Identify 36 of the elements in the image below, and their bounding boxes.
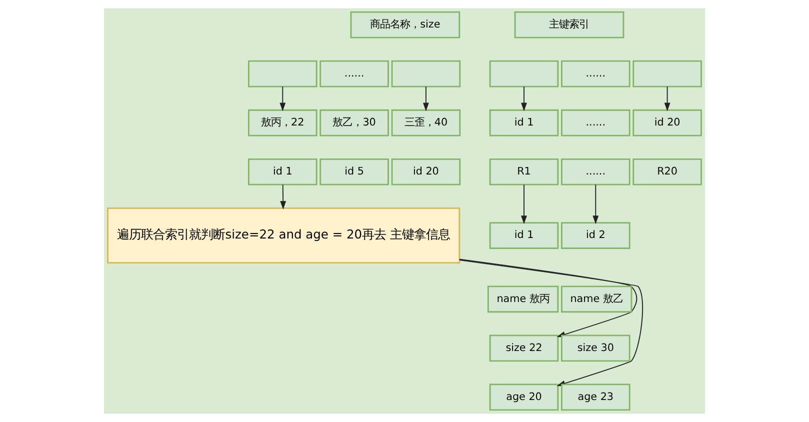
node-box: 三歪，40 <box>391 109 461 136</box>
node-box: 主键索引 <box>514 11 624 38</box>
arrow <box>280 184 286 210</box>
node-box <box>632 60 702 88</box>
node-box: age 20 <box>489 384 559 411</box>
node-box: age 23 <box>561 384 630 411</box>
node-box: 敖乙，30 <box>320 109 389 136</box>
node-box: R20 <box>632 158 702 186</box>
node-box: size 22 <box>489 334 559 362</box>
arrow <box>422 86 429 112</box>
arrow <box>521 86 527 112</box>
node-box: id 1 <box>248 158 318 186</box>
node-box: size 30 <box>561 334 630 362</box>
node-box: id 20 <box>632 109 702 136</box>
node-box: id 2 <box>561 222 630 249</box>
node-box: 敖丙，22 <box>248 109 318 136</box>
node-box <box>391 60 461 88</box>
node-box: ...... <box>561 109 630 136</box>
node-box: 商品名称，size <box>350 11 460 38</box>
node-box: ...... <box>561 60 630 88</box>
node-box: 遍历联合索引就判断size=22 and age = 20再去 主键拿信息 <box>107 207 460 264</box>
node-box: id 1 <box>489 222 559 249</box>
node-box: name 敖乙 <box>561 286 632 313</box>
node-box: id 20 <box>391 158 461 186</box>
node-box: id 5 <box>320 158 389 186</box>
arrow <box>280 86 286 112</box>
node-box: ...... <box>561 158 630 186</box>
node-box: ...... <box>320 60 389 88</box>
arrow <box>664 86 670 112</box>
arrow <box>521 184 527 224</box>
node-box: R1 <box>489 158 559 186</box>
node-box: name 敖丙 <box>487 286 559 313</box>
node-box <box>489 60 559 88</box>
node-box: id 1 <box>489 109 559 136</box>
arrow <box>592 184 599 224</box>
node-box <box>248 60 318 88</box>
